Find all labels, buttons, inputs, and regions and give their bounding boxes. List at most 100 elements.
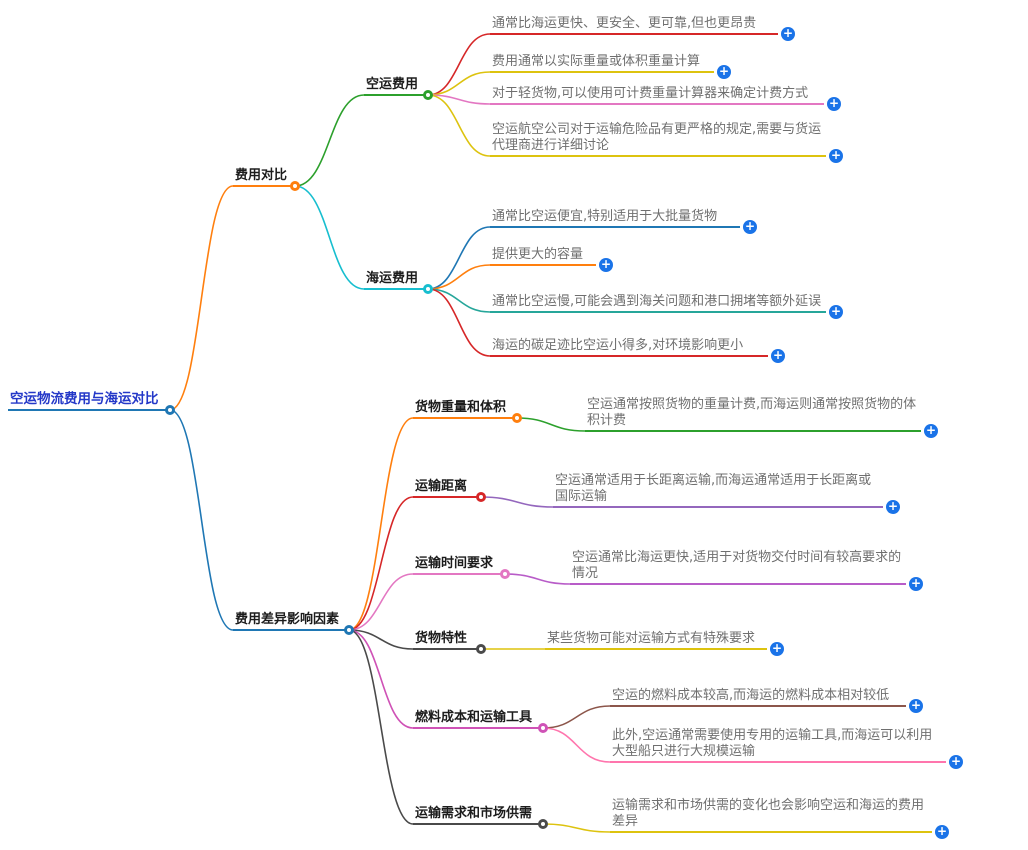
node-label-time-note: 空运通常比海运更快,适用于对货物交付时间有较高要求的情况 <box>572 550 902 581</box>
branch-link-factor-time <box>348 573 414 631</box>
node-label-air-note-3: 对于轻货物,可以使用可计费重量计算器来确定计费方式 <box>492 86 809 101</box>
node-label-weight-volume-note: 空运通常按照货物的重量计费,而海运则通常按照货物的体积计费 <box>587 397 917 428</box>
expand-plus-icon-distance-note[interactable]: + <box>886 499 900 514</box>
node-label-factor-distance: 运输距离 <box>415 479 468 494</box>
node-cost-comparison[interactable]: 费用对比 <box>233 168 291 187</box>
expand-plus-icon-air-note-1[interactable]: + <box>781 26 795 41</box>
node-circle-factor-time[interactable] <box>500 569 510 579</box>
branch-link-factor-weight-volume <box>348 417 414 631</box>
branch-link-fuel-note-2 <box>542 727 611 763</box>
branch-link-market-note <box>542 823 611 833</box>
node-label-fuel-note-2: 此外,空运通常需要使用专用的运输工具,而海运可以利用大型船只进行大规模运输 <box>612 728 933 759</box>
branch-link-factor-cargo <box>348 629 414 650</box>
node-air-note-1[interactable]: 通常比海运更快、更安全、更可靠,但也更昂贵 <box>490 16 778 35</box>
branch-link-factor-distance <box>348 496 414 631</box>
node-label-cost-factors: 费用差异影响因素 <box>235 612 340 627</box>
node-label-sea-note-4: 海运的碳足迹比空运小得多,对环境影响更小 <box>492 338 744 353</box>
node-circle-factor-fuel[interactable] <box>538 723 548 733</box>
branch-link-sea-note-4 <box>427 288 491 357</box>
node-circle-cost-comparison[interactable] <box>290 181 300 191</box>
node-label-factor-time: 运输时间要求 <box>415 556 494 571</box>
expand-plus-icon-weight-volume-note[interactable]: + <box>924 423 938 438</box>
expand-plus-icon-sea-note-1[interactable]: + <box>743 219 757 234</box>
branch-link-air-note-2 <box>427 71 491 96</box>
node-sea-note-1[interactable]: 通常比空运便宜,特别适用于大批量货物 <box>490 209 740 228</box>
branch-link-air-note-3 <box>427 94 491 105</box>
node-sea-note-3[interactable]: 通常比空运慢,可能会遇到海关问题和港口拥堵等额外延误 <box>490 278 826 313</box>
branch-link-sea-note-3 <box>427 288 491 313</box>
node-distance-note[interactable]: 空运通常适用于长距离运输,而海运通常适用于长距离或国际运输 <box>553 473 883 508</box>
branch-link-sea-freight-cost <box>294 185 365 290</box>
node-factor-weight-volume[interactable]: 货物重量和体积 <box>413 400 513 419</box>
branch-link-cost-comparison <box>169 185 234 411</box>
expand-plus-icon-fuel-note-2[interactable]: + <box>949 754 963 769</box>
node-air-freight-cost[interactable]: 空运费用 <box>364 77 424 96</box>
branch-link-cost-factors <box>169 409 234 631</box>
branch-link-sea-note-2 <box>427 264 491 290</box>
node-label-root: 空运物流费用与海运对比 <box>10 391 159 407</box>
expand-plus-icon-market-note[interactable]: + <box>935 824 949 839</box>
node-time-note[interactable]: 空运通常比海运更快,适用于对货物交付时间有较高要求的情况 <box>570 550 906 585</box>
node-label-cargo-note: 某些货物可能对运输方式有特殊要求 <box>547 631 756 646</box>
branch-link-factor-fuel <box>348 629 414 729</box>
branch-link-factor-market <box>348 629 414 825</box>
branch-link-distance-note <box>480 496 554 508</box>
node-factor-time[interactable]: 运输时间要求 <box>413 556 501 575</box>
node-label-sea-note-3: 通常比空运慢,可能会遇到海关问题和港口拥堵等额外延误 <box>492 294 822 309</box>
expand-plus-icon-sea-note-2[interactable]: + <box>599 257 613 272</box>
expand-plus-icon-air-note-2[interactable]: + <box>717 64 731 79</box>
node-label-air-freight-cost: 空运费用 <box>366 77 419 92</box>
node-label-market-note: 运输需求和市场供需的变化也会影响空运和海运的费用差异 <box>612 798 925 829</box>
node-factor-fuel[interactable]: 燃料成本和运输工具 <box>413 710 539 729</box>
node-factor-cargo[interactable]: 货物特性 <box>413 631 477 650</box>
branch-link-time-note <box>504 573 571 585</box>
node-circle-sea-freight-cost[interactable] <box>423 284 433 294</box>
node-cargo-note[interactable]: 某些货物可能对运输方式有特殊要求 <box>545 631 767 650</box>
expand-plus-icon-sea-note-3[interactable]: + <box>829 304 843 319</box>
node-label-air-note-2: 费用通常以实际重量或体积重量计算 <box>492 54 701 69</box>
node-root[interactable]: 空运物流费用与海运对比 <box>8 390 166 411</box>
node-air-note-4[interactable]: 空运航空公司对于运输危险品有更严格的规定,需要与货运代理商进行详细讨论 <box>490 122 826 157</box>
node-label-sea-note-1: 通常比空运便宜,特别适用于大批量货物 <box>492 209 718 224</box>
node-label-factor-weight-volume: 货物重量和体积 <box>415 400 507 415</box>
node-label-factor-fuel: 燃料成本和运输工具 <box>415 710 533 725</box>
node-label-distance-note: 空运通常适用于长距离运输,而海运通常适用于长距离或国际运输 <box>555 473 872 504</box>
node-factor-market[interactable]: 运输需求和市场供需 <box>413 806 539 825</box>
branch-link-air-freight-cost <box>294 94 365 187</box>
branch-link-sea-note-1 <box>427 226 491 290</box>
branch-link-weight-volume-note <box>516 417 586 432</box>
node-circle-air-freight-cost[interactable] <box>423 90 433 100</box>
node-fuel-note-2[interactable]: 此外,空运通常需要使用专用的运输工具,而海运可以利用大型船只进行大规模运输 <box>610 728 946 763</box>
branch-link-air-note-4 <box>427 94 491 157</box>
expand-plus-icon-time-note[interactable]: + <box>909 576 923 591</box>
expand-plus-icon-air-note-4[interactable]: + <box>829 148 843 163</box>
node-cost-factors[interactable]: 费用差异影响因素 <box>233 612 345 631</box>
expand-plus-icon-air-note-3[interactable]: + <box>827 96 841 111</box>
node-sea-freight-cost[interactable]: 海运费用 <box>364 271 424 290</box>
node-fuel-note-1[interactable]: 空运的燃料成本较高,而海运的燃料成本相对较低 <box>610 688 906 707</box>
node-sea-note-4[interactable]: 海运的碳足迹比空运小得多,对环境影响更小 <box>490 338 768 357</box>
node-circle-root[interactable] <box>165 405 175 415</box>
node-circle-factor-cargo[interactable] <box>476 644 486 654</box>
node-label-fuel-note-1: 空运的燃料成本较高,而海运的燃料成本相对较低 <box>612 688 890 703</box>
node-circle-factor-distance[interactable] <box>476 492 486 502</box>
node-circle-cost-factors[interactable] <box>344 625 354 635</box>
node-circle-factor-market[interactable] <box>538 819 548 829</box>
node-air-note-2[interactable]: 费用通常以实际重量或体积重量计算 <box>490 54 714 73</box>
expand-plus-icon-fuel-note-1[interactable]: + <box>909 698 923 713</box>
node-label-factor-cargo: 货物特性 <box>415 631 468 646</box>
node-factor-distance[interactable]: 运输距离 <box>413 479 477 498</box>
node-label-air-note-1: 通常比海运更快、更安全、更可靠,但也更昂贵 <box>492 16 757 31</box>
expand-plus-icon-sea-note-4[interactable]: + <box>771 348 785 363</box>
node-market-note[interactable]: 运输需求和市场供需的变化也会影响空运和海运的费用差异 <box>610 798 932 833</box>
expand-plus-icon-cargo-note[interactable]: + <box>770 641 784 656</box>
node-air-note-3[interactable]: 对于轻货物,可以使用可计费重量计算器来确定计费方式 <box>490 86 824 105</box>
node-circle-factor-weight-volume[interactable] <box>512 413 522 423</box>
node-label-air-note-4: 空运航空公司对于运输危险品有更严格的规定,需要与货运代理商进行详细讨论 <box>492 122 822 153</box>
node-sea-note-2[interactable]: 提供更大的容量 <box>490 247 596 266</box>
branch-link-air-note-1 <box>427 33 491 96</box>
node-label-sea-note-2: 提供更大的容量 <box>492 247 584 262</box>
node-weight-volume-note[interactable]: 空运通常按照货物的重量计费,而海运则通常按照货物的体积计费 <box>585 397 921 432</box>
